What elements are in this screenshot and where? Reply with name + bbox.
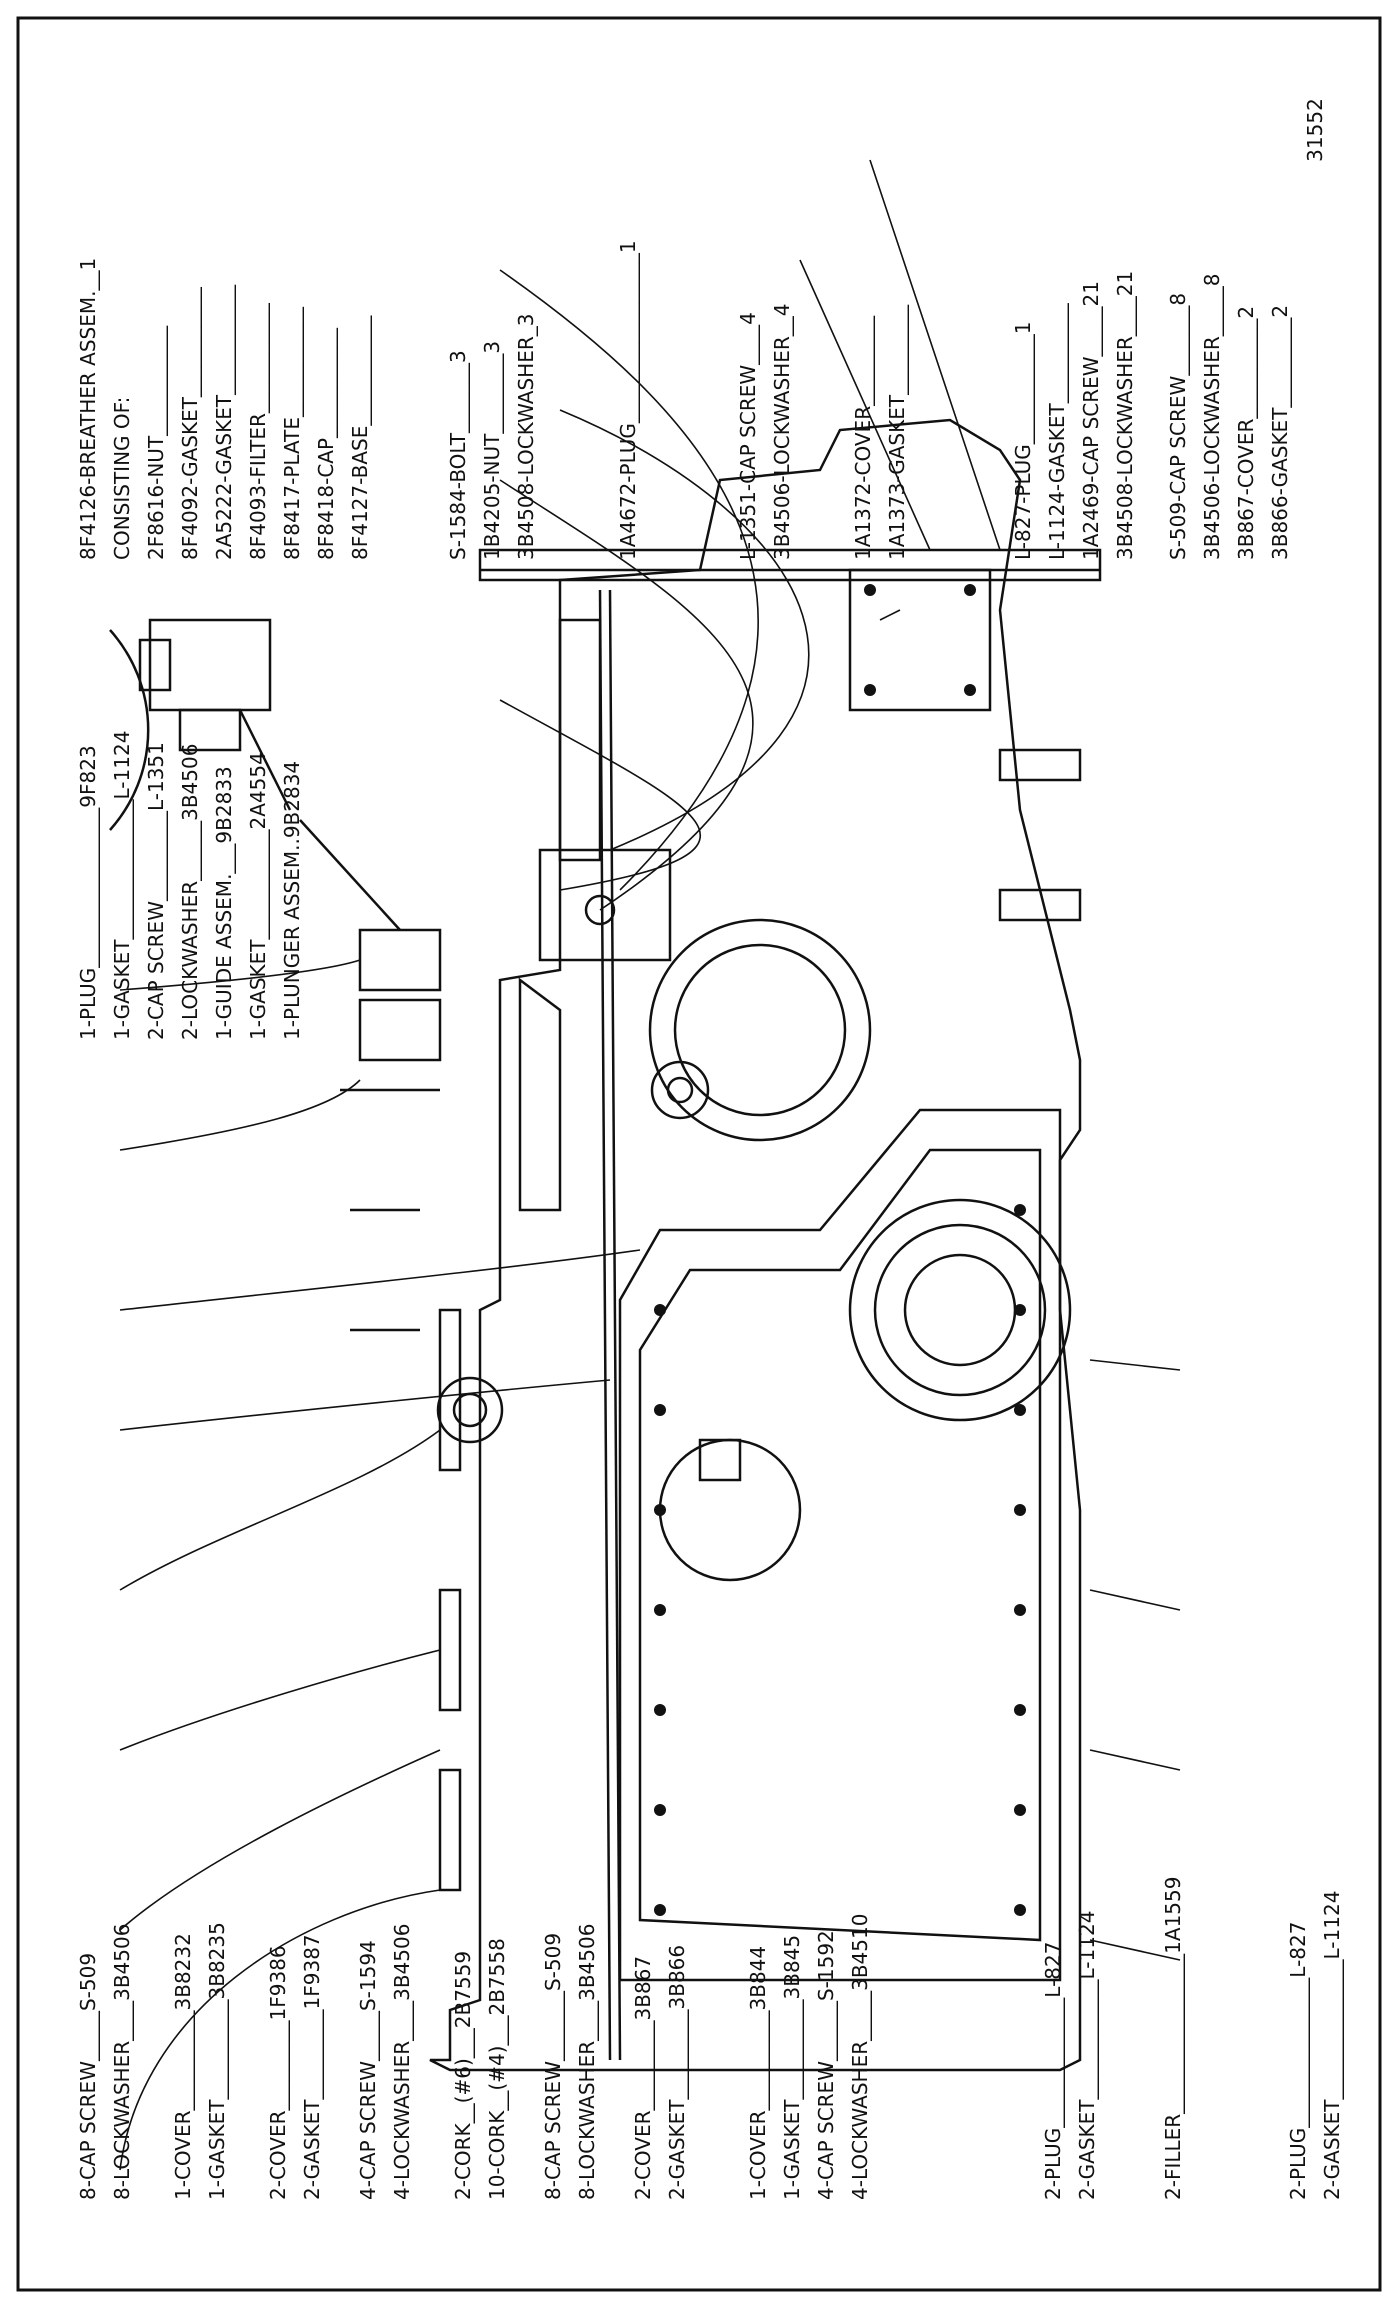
- rotated-drawing: [109, 159, 1181, 2171]
- part-label: 1A1372-COVER_________: [851, 315, 875, 560]
- part-label: 1A4672-PLUG_________________1: [616, 240, 640, 560]
- front-end-plate: [478, 548, 1102, 582]
- case-outline: [429, 418, 1082, 2072]
- page-border: [16, 16, 1382, 2292]
- part-label: 3B867-COVER__________2: [1234, 306, 1258, 560]
- part-label: 2F8616-NUT___________: [144, 325, 168, 560]
- large-bearing-bore-inner: [873, 1223, 1047, 1397]
- mid-boss-bolt: [666, 1076, 694, 1104]
- part-label: 8F4126-BREATHER ASSEM.__1: [76, 258, 100, 560]
- side-cover-plate: [618, 1108, 1062, 1982]
- part-label: 3B4508-LOCKWASHER_3: [514, 314, 538, 560]
- part-label: 1A2469-CAP SCREW_____21: [1079, 281, 1103, 560]
- part-label: 1-COVER__________3B844: [746, 1946, 770, 2200]
- part-label: 1-GASKET__________3B8235: [205, 1922, 229, 2200]
- part-label: 2-GASKET_________3B866: [665, 1945, 689, 2200]
- shaft-opening: [658, 1438, 802, 1582]
- mid-boss: [650, 1060, 710, 1120]
- part-label: 8-CAP SCREW_______S-509: [541, 1933, 565, 2200]
- part-label: 8F4093-FILTER___________: [246, 302, 270, 560]
- part-label: L-1124-GASKET__________: [1045, 302, 1069, 560]
- part-label: 2-PLUG_____________L-827: [1041, 1942, 1065, 2200]
- breather-cap: [138, 638, 172, 692]
- part-label: 1-COVER__________3B8232: [171, 1933, 195, 2200]
- parts-labels: 8-CAP SCREW_____S-509 8-LOCKWASHER____3B4…: [76, 240, 1344, 2200]
- part-label: S-509-CAP SCREW_______8: [1166, 293, 1190, 560]
- part-label: 4-LOCKWASHER____3B4506: [390, 1924, 414, 2200]
- part-label: 2-PLUG_______________L-827: [1286, 1922, 1310, 2200]
- plunger-mount: [358, 998, 442, 1062]
- part-label: 1A1373-GASKET_________: [885, 304, 909, 560]
- part-label: S-1584-BOLT_______3: [446, 350, 470, 560]
- part-label: 3B4506-LOCKWASHER_____8: [1200, 274, 1224, 560]
- breather-base: [178, 708, 242, 752]
- part-label: 8F4127-BASE___________: [348, 315, 372, 560]
- parting-line-2: [608, 589, 622, 2061]
- round-bearing-cover: [648, 918, 872, 1142]
- part-label: 2-GASKET_________1F9387: [300, 1934, 324, 2200]
- plug-boss: [584, 894, 616, 926]
- side-cover-inner: [638, 1148, 1042, 1942]
- part-label: 1-GASKET__________3B845: [780, 1935, 804, 2200]
- part-label: 1-PLUG________________9F823: [76, 745, 100, 1040]
- part-label: 8-LOCKWASHER____3B4506: [110, 1924, 134, 2200]
- part-label: 8F8418-CAP___________: [314, 327, 338, 560]
- bracket-top: [518, 977, 562, 1212]
- rear-upper-cover: [558, 618, 602, 862]
- part-label: 8-CAP SCREW_____S-509: [76, 1953, 100, 2200]
- small-cover-plate: [848, 568, 992, 712]
- part-label: 2-LOCKWASHER______3B4506: [178, 744, 202, 1040]
- top-cover-1: [438, 1768, 462, 1892]
- part-label: 4-CAP SCREW______S-1592: [814, 1930, 838, 2200]
- part-label: 2-COVER_________3B867: [631, 1956, 655, 2200]
- lower-foot-1: [998, 888, 1082, 922]
- part-label: 1-GUIDE ASSEM.___9B2833: [212, 766, 236, 1040]
- part-label: 3B866-GASKET_________2: [1268, 305, 1292, 560]
- part-label: L-827-PLUG___________1: [1011, 322, 1035, 560]
- part-label: 2-COVER_________1F9386: [266, 1945, 290, 2200]
- breather-to-case-leader: [299, 819, 401, 931]
- breather-body: [148, 618, 272, 712]
- breather-inset-arc: [109, 629, 150, 831]
- top-cover-2: [438, 1588, 462, 1712]
- part-label: 8F8417-PLATE___________: [280, 306, 304, 560]
- part-label: 2-CORK__(#6)___2B7559: [451, 1951, 475, 2200]
- large-bearing-bore: [848, 1198, 1072, 1422]
- part-label: 1-PLUNGER ASSEM..9B2834: [280, 761, 304, 1040]
- part-label: CONSISTING OF:: [110, 397, 134, 560]
- top-studs: [340, 1088, 440, 1332]
- part-label: 4-LOCKWASHER_____3B4510: [848, 1914, 872, 2200]
- part-label: 2-GASKET______________L-1124: [1320, 1891, 1344, 2200]
- part-label: 10-CORK__(#4)___2B7558: [485, 1938, 509, 2200]
- round-bearing-cover-inner: [673, 943, 847, 1117]
- figure-number: 31552: [1303, 98, 1327, 162]
- breather-mount: [358, 928, 442, 992]
- large-bearing-bore-hub: [903, 1253, 1017, 1367]
- top-boss: [436, 1376, 504, 1444]
- part-label: 2-CAP SCREW_________L-1351: [144, 742, 168, 1040]
- part-label: 8-LOCKWASHER____3B4506: [575, 1924, 599, 2200]
- part-label: 8F4092-GASKET___________: [178, 286, 202, 560]
- part-label: 2A5222-GASKET___________: [212, 284, 236, 560]
- part-label: 1B4205-NUT________3: [480, 341, 504, 560]
- shaft-key: [698, 1438, 742, 1482]
- part-label: 2-GASKET____________L-1124: [1075, 1911, 1099, 2200]
- part-label: 2-FILLER________________1A1559: [1161, 1877, 1185, 2200]
- part-label: L-1351-CAP SCREW____4: [736, 312, 760, 560]
- top-cover-3: [438, 1308, 462, 1472]
- lower-foot-2: [998, 748, 1082, 782]
- part-label: 4-CAP SCREW_____S-1594: [356, 1940, 380, 2200]
- plug-bracket: [538, 848, 672, 962]
- breather-leader: [238, 709, 292, 811]
- part-label: 3B4508-LOCKWASHER____21: [1113, 271, 1137, 560]
- part-label: 1-GASKET______________L-1124: [110, 731, 134, 1040]
- parting-line: [598, 589, 612, 2061]
- leader-lines: [119, 159, 1181, 2171]
- part-label: 1-GASKET___________2A4554: [246, 752, 270, 1040]
- part-label: 3B4506-LOCKWASHER__4: [770, 304, 794, 560]
- cover-bolts: [654, 584, 1026, 1916]
